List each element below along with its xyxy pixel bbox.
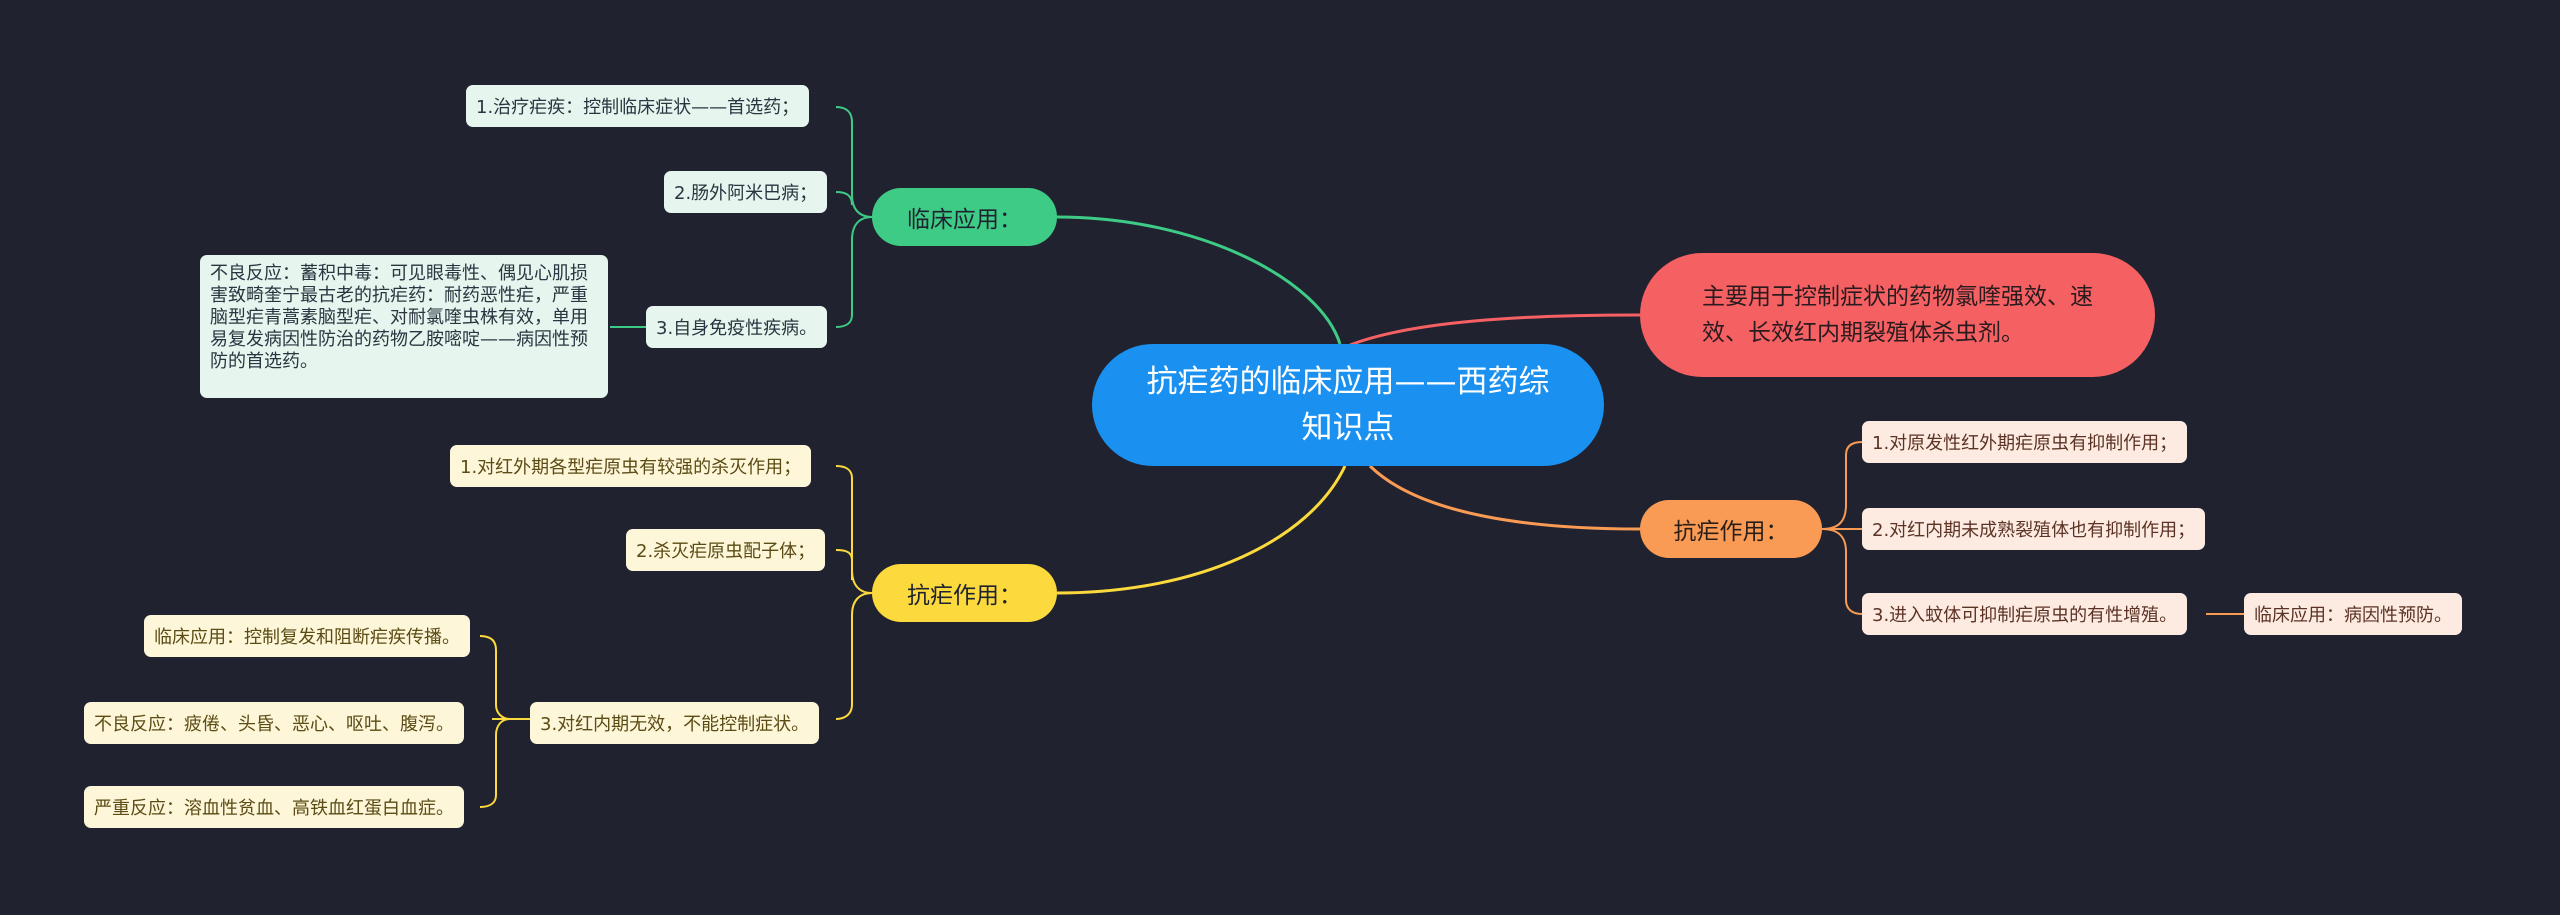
branch-main-use[interactable]: 主要用于控制症状的药物氯喹强效、速效、长效红内期裂殖体杀虫剂。 xyxy=(1640,253,2155,377)
link-root-clinical xyxy=(1056,215,1342,345)
branch-clinical[interactable]: 临床应用： xyxy=(872,188,1057,246)
leaf-clinical-3[interactable]: 3.自身免疫性疾病。 xyxy=(646,306,828,348)
leaf-antimalarial-left-3[interactable]: 3.对红内期无效，不能控制症状。 xyxy=(530,702,820,744)
leaf-antimalarial-left-1[interactable]: 1.对红外期各型疟原虫有较强的杀灭作用； xyxy=(450,445,812,487)
leaf-antimalarial-right-3[interactable]: 3.进入蚊体可抑制疟原虫的有性增殖。 xyxy=(1862,593,2188,635)
leaf-clinical-1[interactable]: 1.治疗疟疾：控制临床症状——首选药； xyxy=(466,85,810,127)
leaf-antimalarial-right-sub[interactable]: 临床应用：病因性预防。 xyxy=(2244,593,2462,635)
link-root-antimalarial-right xyxy=(1368,464,1641,531)
link-root-main-use xyxy=(1349,313,1641,347)
root-topic[interactable]: 抗疟药的临床应用——西药综知识点 xyxy=(1092,344,1604,466)
leaf-clinical-2[interactable]: 2.肠外阿米巴病； xyxy=(664,171,828,213)
leaf-antimalarial-right-1[interactable]: 1.对原发性红外期疟原虫有抑制作用； xyxy=(1862,421,2188,463)
leaf-antimalarial-left-2[interactable]: 2.杀灭疟原虫配子体； xyxy=(626,529,826,571)
leaf-antimalarial-left-sub-1[interactable]: 临床应用：控制复发和阻断疟疾传播。 xyxy=(144,615,470,657)
branch-antimalarial-left[interactable]: 抗疟作用： xyxy=(872,564,1057,622)
leaf-antimalarial-left-sub-3[interactable]: 严重反应：溶血性贫血、高铁血红蛋白血症。 xyxy=(84,786,464,828)
leaf-clinical-note[interactable]: 不良反应：蓄积中毒：可见眼毒性、偶见心肌损害致畸奎宁最古老的抗疟药：耐药恶性疟，… xyxy=(200,255,608,398)
link-root-antimalarial-left xyxy=(1056,465,1347,595)
leaf-antimalarial-right-2[interactable]: 2.对红内期未成熟裂殖体也有抑制作用； xyxy=(1862,508,2206,550)
leaf-antimalarial-left-sub-2[interactable]: 不良反应：疲倦、头昏、恶心、呕吐、腹泻。 xyxy=(84,702,464,744)
branch-antimalarial-right[interactable]: 抗疟作用： xyxy=(1640,500,1822,558)
